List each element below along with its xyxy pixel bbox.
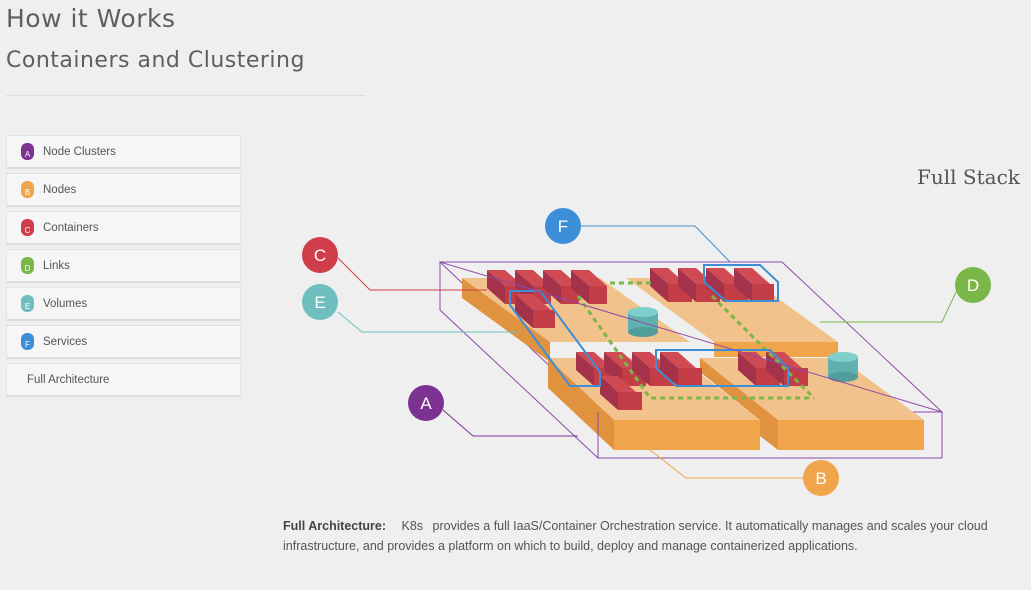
menu-item-label: Full Architecture bbox=[27, 373, 110, 386]
architecture-menu: A Node Clusters B Nodes C Containers D L… bbox=[6, 135, 241, 401]
menu-item-label: Links bbox=[43, 259, 70, 272]
description-text: provides a full IaaS/Container Orchestra… bbox=[283, 519, 988, 553]
menu-item-node-clusters[interactable]: A Node Clusters bbox=[6, 135, 241, 169]
callout-a bbox=[408, 385, 444, 421]
callout-f-label: F bbox=[558, 217, 568, 236]
page-subtitle: Containers and Clustering bbox=[6, 48, 305, 73]
callout-e bbox=[302, 284, 338, 320]
brand-name: K8s bbox=[401, 519, 424, 533]
callout-c bbox=[302, 237, 338, 273]
node-slab-side bbox=[462, 278, 550, 362]
badge-f-icon: F bbox=[21, 333, 34, 350]
callout-e-label: E bbox=[314, 293, 325, 312]
menu-item-links[interactable]: D Links bbox=[6, 249, 241, 283]
divider bbox=[6, 95, 365, 96]
menu-item-services[interactable]: F Services bbox=[6, 325, 241, 359]
badge-e-icon: E bbox=[21, 295, 34, 312]
callout-a-label: A bbox=[420, 394, 432, 413]
menu-item-nodes[interactable]: B Nodes bbox=[6, 173, 241, 207]
callout-f bbox=[545, 208, 581, 244]
callout-d bbox=[955, 267, 991, 303]
badge-b-icon: B bbox=[21, 181, 34, 198]
menu-item-volumes[interactable]: E Volumes bbox=[6, 287, 241, 321]
badge-d-icon: D bbox=[21, 257, 34, 274]
menu-item-label: Nodes bbox=[43, 183, 77, 196]
menu-item-full-architecture[interactable]: Full Architecture bbox=[6, 363, 241, 397]
menu-item-label: Containers bbox=[43, 221, 99, 234]
menu-item-containers[interactable]: C Containers bbox=[6, 211, 241, 245]
callout-d-label: D bbox=[967, 276, 979, 295]
diagram-title: Full Stack bbox=[917, 165, 1020, 189]
node-slab-front bbox=[614, 420, 760, 450]
volumes bbox=[628, 307, 858, 382]
cluster-outline-front bbox=[439, 261, 943, 459]
menu-item-label: Volumes bbox=[43, 297, 88, 310]
badge-a-icon: A bbox=[21, 143, 34, 160]
node-slab-side bbox=[700, 358, 778, 450]
node-slab-front bbox=[778, 420, 924, 450]
badge-c-icon: C bbox=[21, 219, 34, 236]
menu-item-label: Node Clusters bbox=[43, 145, 116, 158]
page-title: How it Works bbox=[6, 4, 176, 33]
callout-c-label: C bbox=[314, 246, 326, 265]
menu-item-label: Services bbox=[43, 335, 88, 348]
callout-b bbox=[803, 460, 839, 496]
architecture-diagram: C E F D A B bbox=[302, 208, 991, 496]
description: Full Architecture: K8s provides a full I… bbox=[283, 516, 1003, 556]
description-label: Full Architecture: bbox=[283, 519, 387, 533]
callout-b-label: B bbox=[815, 469, 826, 488]
services bbox=[509, 264, 789, 387]
links bbox=[576, 281, 816, 400]
